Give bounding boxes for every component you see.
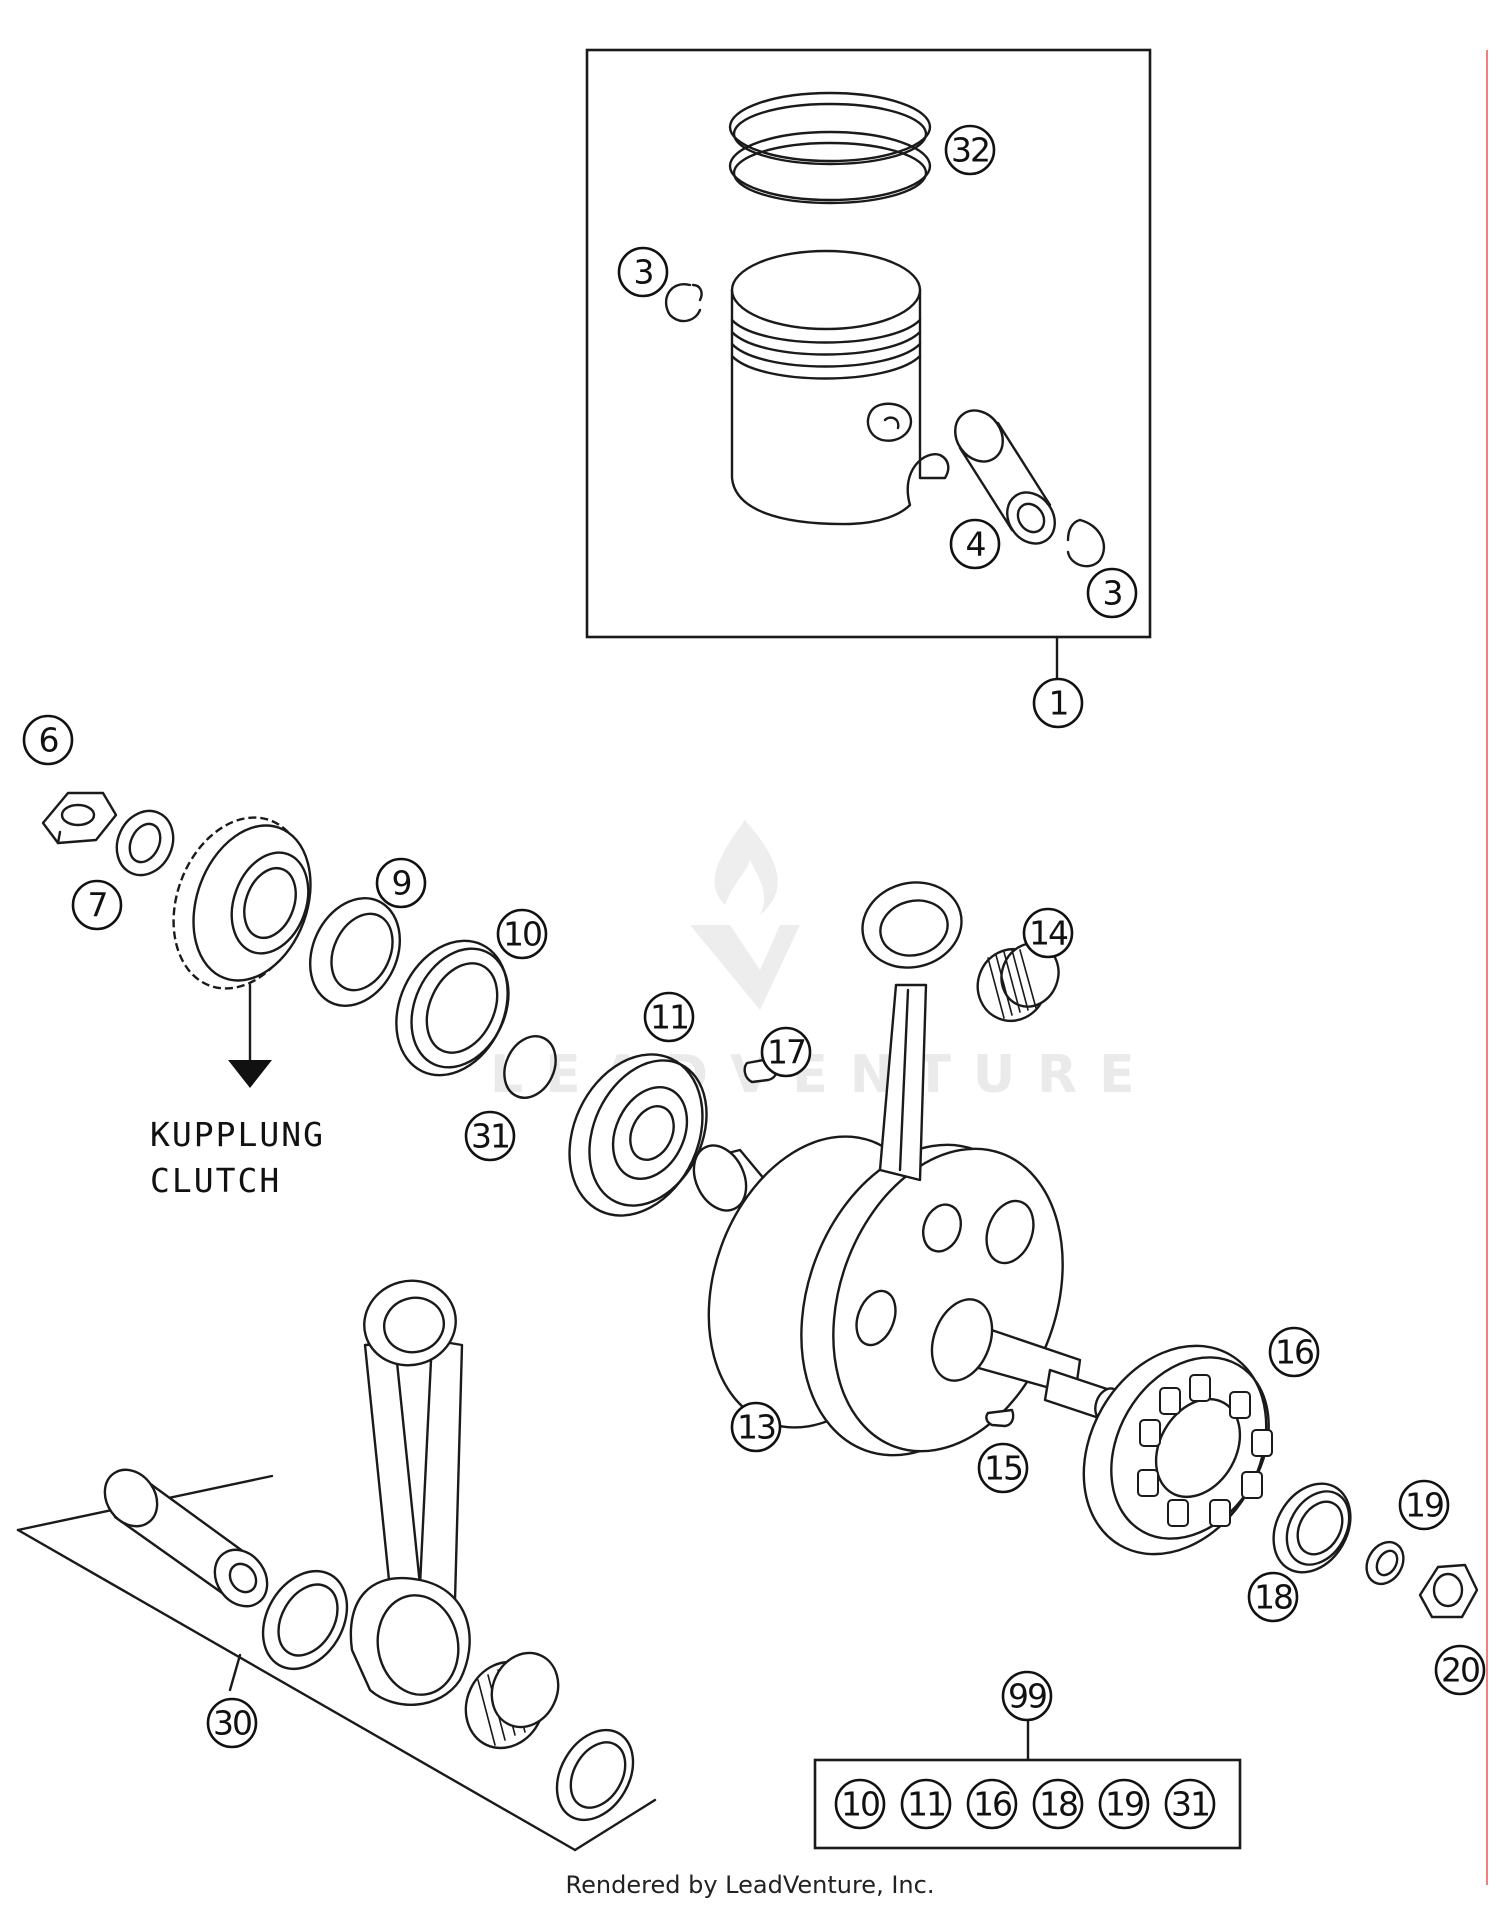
clutch-label-english: CLUTCH xyxy=(150,1161,281,1200)
callout-15: 15 xyxy=(977,1442,1029,1494)
svg-text:19: 19 xyxy=(1405,1486,1443,1525)
callout-13: 13 xyxy=(730,1401,782,1453)
callout-18: 18 xyxy=(1247,1571,1299,1623)
clutch-arrow-head xyxy=(228,1060,272,1088)
spacer-part xyxy=(308,897,402,1007)
svg-text:13: 13 xyxy=(737,1408,775,1447)
callout-16: 16 xyxy=(1268,1326,1320,1378)
conrod-kit-part xyxy=(16,1279,657,1852)
kit99-item-31: 31 xyxy=(1164,1778,1216,1830)
callout-19: 19 xyxy=(1398,1479,1450,1531)
lock-washer-part xyxy=(115,809,175,877)
piston xyxy=(730,249,950,526)
callout-10: 10 xyxy=(496,908,548,960)
callout-99: 99 xyxy=(1001,1670,1053,1722)
callout-4: 4 xyxy=(949,518,1001,570)
svg-text:20: 20 xyxy=(1441,1651,1479,1690)
svg-text:99: 99 xyxy=(1008,1677,1046,1716)
svg-text:10: 10 xyxy=(841,1785,879,1824)
o-ring-part xyxy=(503,1035,557,1099)
callout-30: 30 xyxy=(206,1697,258,1749)
svg-text:18: 18 xyxy=(1254,1578,1292,1617)
kit99-item-16: 16 xyxy=(966,1778,1018,1830)
primary-gear xyxy=(172,816,312,1088)
svg-text:18: 18 xyxy=(1039,1785,1077,1824)
needle-bearing-part xyxy=(976,942,1060,1022)
svg-text:14: 14 xyxy=(1029,914,1068,953)
svg-text:6: 6 xyxy=(39,721,58,760)
svg-text:1: 1 xyxy=(1049,684,1068,723)
svg-text:3: 3 xyxy=(634,253,653,292)
svg-text:9: 9 xyxy=(392,864,411,903)
nut-part xyxy=(41,791,118,845)
svg-text:31: 31 xyxy=(471,1117,509,1156)
washer-right-part xyxy=(1272,1482,1352,1574)
svg-text:10: 10 xyxy=(503,915,541,954)
callout-6: 6 xyxy=(22,714,74,766)
callout-31: 31 xyxy=(464,1110,516,1162)
lock-washer-right-part xyxy=(1365,1540,1405,1586)
callout-20: 20 xyxy=(1434,1644,1486,1696)
svg-text:31: 31 xyxy=(1171,1785,1209,1824)
clutch-label-german: KUPPLUNG xyxy=(150,1115,325,1154)
piston-rings xyxy=(728,91,932,205)
kit99-item-19: 19 xyxy=(1098,1778,1150,1830)
callout-17: 17 xyxy=(760,1026,812,1078)
nut-right-part xyxy=(1418,1563,1479,1619)
svg-text:16: 16 xyxy=(1275,1333,1313,1372)
svg-text:7: 7 xyxy=(88,886,107,925)
callout-32: 32 xyxy=(944,124,996,176)
callout-9: 9 xyxy=(375,857,427,909)
svg-text:11: 11 xyxy=(907,1785,945,1824)
woodruff-key-right-part xyxy=(985,1408,1015,1428)
svg-text:3: 3 xyxy=(1103,574,1122,613)
callout-7: 7 xyxy=(71,879,123,931)
bearing-right-part xyxy=(1082,1344,1273,1556)
callout-1: 1 xyxy=(1032,677,1084,729)
svg-text:4: 4 xyxy=(966,525,986,564)
crankshaft-part xyxy=(692,881,1122,1457)
svg-text:19: 19 xyxy=(1105,1785,1143,1824)
kit99-item-10: 10 xyxy=(834,1778,886,1830)
piston-pin xyxy=(954,409,1056,545)
callout-11: 11 xyxy=(643,991,695,1043)
rendered-by-footer: Rendered by LeadVenture, Inc. xyxy=(566,1871,935,1899)
piston-kit-frame xyxy=(585,48,1152,639)
svg-text:15: 15 xyxy=(984,1449,1022,1488)
callout-3-right: 3 xyxy=(1086,567,1138,619)
shaft-seal-part xyxy=(395,939,510,1077)
callout-14: 14 xyxy=(1022,907,1074,959)
kit99-item-11: 11 xyxy=(900,1778,952,1830)
svg-text:30: 30 xyxy=(213,1704,251,1743)
piston-circlip-right xyxy=(1066,518,1106,568)
kit99-frame xyxy=(813,1758,1242,1850)
svg-text:11: 11 xyxy=(650,998,688,1037)
kit99-item-18: 18 xyxy=(1032,1778,1084,1830)
piston-circlip-left xyxy=(664,283,703,323)
svg-text:17: 17 xyxy=(767,1033,805,1072)
svg-text:16: 16 xyxy=(973,1785,1011,1824)
svg-text:32: 32 xyxy=(951,131,989,170)
callout-3-left: 3 xyxy=(617,246,669,298)
